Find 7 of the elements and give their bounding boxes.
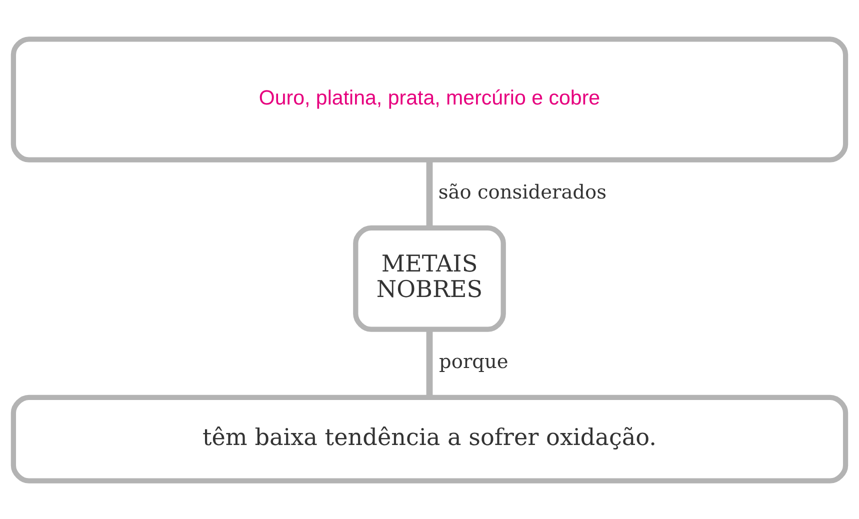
connector (426, 328, 433, 396)
edge-label: são considerados (438, 180, 606, 203)
edge-label: porque (439, 349, 508, 372)
node-box: têm baixa tendência a sofrer oxidação. (10, 394, 848, 483)
node-box: Ouro, platina, prata, mercúrio e cobre (10, 36, 848, 162)
node-box: METAIS NOBRES (353, 224, 506, 332)
connector (426, 160, 433, 227)
